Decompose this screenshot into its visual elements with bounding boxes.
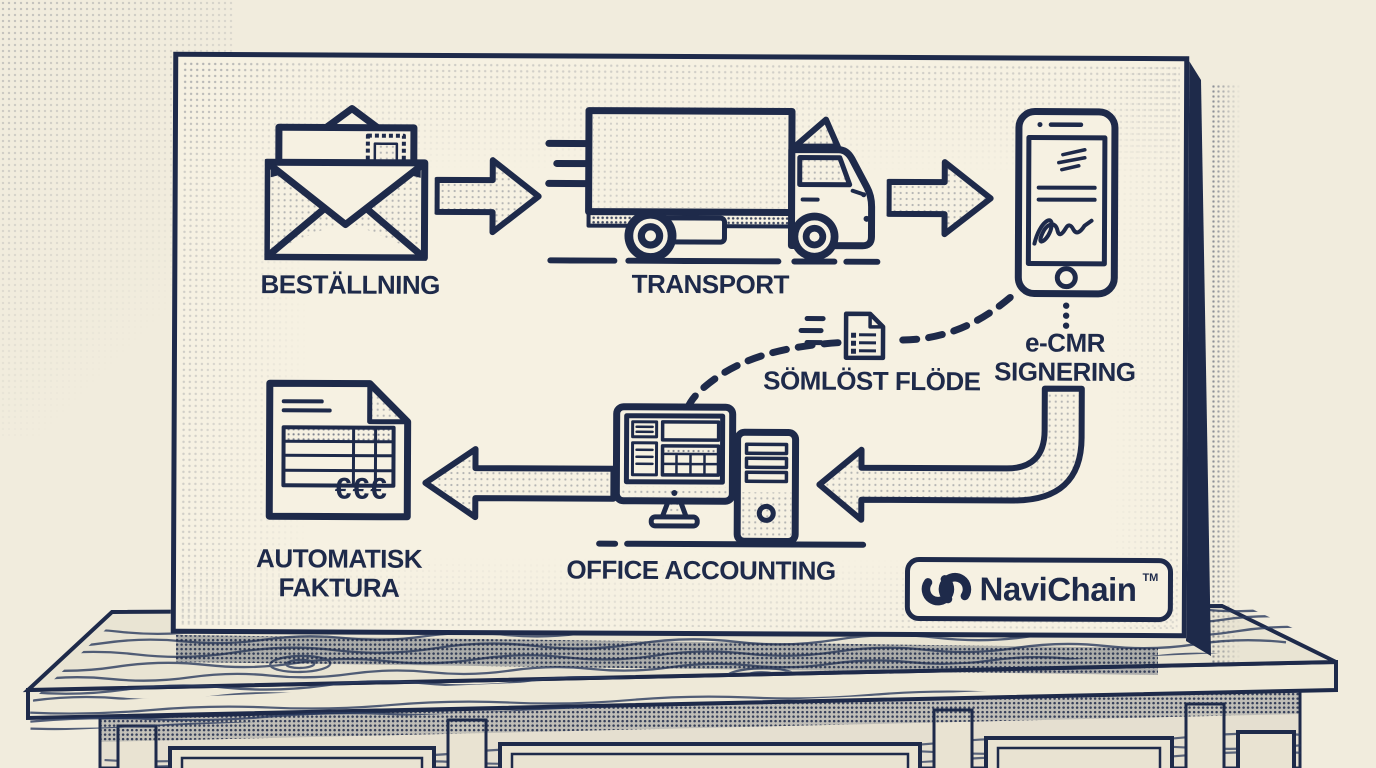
brand-trademark: TM: [1142, 572, 1159, 585]
step-label-invoice-line2: FAKTURA: [278, 572, 400, 603]
invoice-icon: [265, 379, 412, 521]
step-label-office: OFFICE ACCOUNTING: [566, 554, 836, 586]
right-arrow-icon: [434, 157, 542, 236]
board-shadow: [176, 635, 1158, 675]
step-label-ecmr-line1: e-CMR: [1025, 327, 1106, 358]
computer-icon: [596, 403, 867, 548]
chain-link-icon: [921, 572, 971, 606]
navichain-logo: NaviChain TM: [904, 556, 1174, 623]
dashed-flow-connector: [682, 293, 1014, 419]
right-arrow-icon: [886, 159, 994, 238]
board-side-edge: [1186, 56, 1211, 656]
bent-arrow-icon: [816, 385, 1085, 523]
step-label-invoice-line1: AUTOMATISK: [256, 543, 423, 574]
step-label-invoice: AUTOMATISK FAKTURA: [224, 543, 454, 603]
process-flow-board: BESTÄLLNING: [170, 51, 1190, 639]
brand-name: NaviChain: [979, 570, 1137, 608]
document-flow-icon: [843, 311, 886, 361]
envelope-icon: [264, 105, 429, 261]
step-label-order: BESTÄLLNING: [260, 269, 441, 300]
phone-signature-icon: [1014, 108, 1119, 329]
wooden-table: [22, 603, 1338, 768]
truck-icon: [545, 107, 881, 265]
left-arrow-icon: [422, 446, 617, 521]
currency-text: €€€: [334, 472, 388, 506]
board-side-shadow: [1211, 84, 1241, 664]
